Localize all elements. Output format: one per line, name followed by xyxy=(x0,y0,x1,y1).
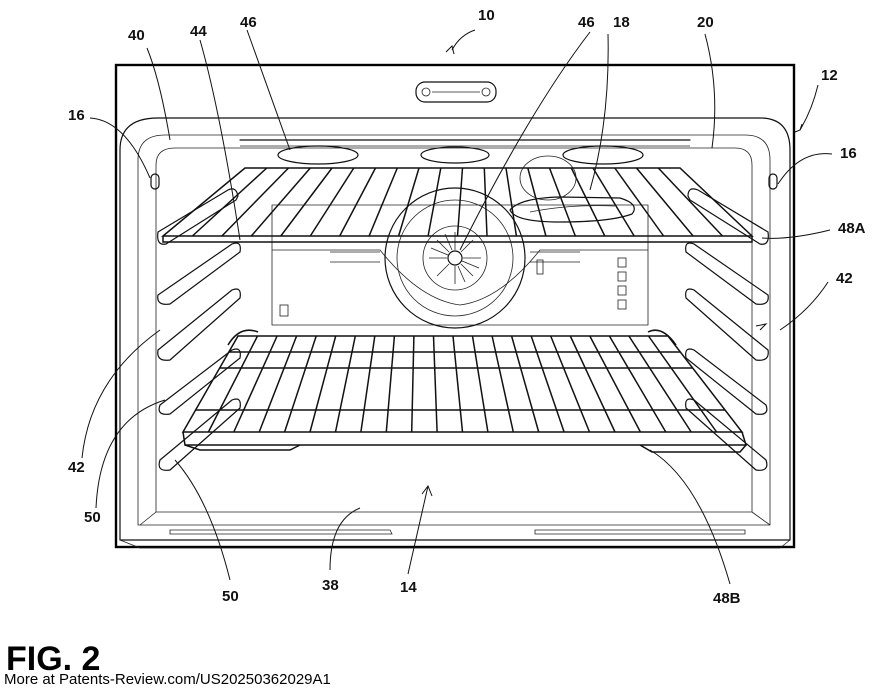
ref-20: 20 xyxy=(697,14,714,31)
lower-rack-wire xyxy=(569,335,616,433)
upper-rack-wire xyxy=(505,167,518,237)
ref-40: 40 xyxy=(128,27,145,44)
ref-16-left: 16 xyxy=(68,107,85,124)
upper-rack-wire xyxy=(250,167,311,237)
ref-46-right: 46 xyxy=(578,14,595,31)
ref-38: 38 xyxy=(322,577,339,594)
ref-48A: 48A xyxy=(838,220,866,237)
ref-14: 14 xyxy=(400,579,417,596)
source-line: More at Patents-Review.com/US20250362029… xyxy=(4,671,331,688)
upper-rack-wire xyxy=(527,167,547,237)
lower-oven-rack xyxy=(181,329,748,453)
ref-44: 44 xyxy=(190,23,207,40)
ref-46-left: 46 xyxy=(240,14,257,31)
upper-rack-wire xyxy=(592,167,635,237)
lower-rack-wire xyxy=(471,335,489,433)
upper-rack-wire xyxy=(614,167,665,237)
upper-rack-wire xyxy=(309,167,355,237)
ref-16-right: 16 xyxy=(840,145,857,162)
lower-rack-wire xyxy=(309,335,337,433)
upper-rack-wire xyxy=(570,167,606,237)
ref-42-right: 42 xyxy=(836,270,853,287)
left-rack-supports xyxy=(157,188,241,471)
lower-rack-wire xyxy=(207,335,259,433)
upper-rack-wire xyxy=(657,167,724,237)
lower-rack-wire xyxy=(491,335,515,433)
ref-10: 10 xyxy=(478,7,495,24)
lower-rack-wire xyxy=(334,335,357,433)
left-side-opening xyxy=(150,173,160,190)
upper-oven-rack xyxy=(160,167,754,243)
lower-rack-wire xyxy=(233,335,278,433)
upper-rack-wire xyxy=(427,167,442,237)
lower-rack-wire xyxy=(258,335,298,433)
upper-rack-wire xyxy=(221,167,290,237)
figure-caption: FIG. 2 xyxy=(6,640,100,678)
upper-rack-wire xyxy=(483,167,488,237)
lower-rack-wire xyxy=(360,335,376,433)
upper-rack-wire xyxy=(548,167,577,237)
top-elements xyxy=(239,139,691,165)
rear-wall xyxy=(271,187,649,329)
lower-rack-wire xyxy=(530,335,565,433)
right-side-opening xyxy=(768,173,778,190)
lower-rack-wire xyxy=(410,335,415,433)
lower-rack-wire xyxy=(385,335,396,433)
lower-rack-wire xyxy=(452,335,464,433)
ref-12: 12 xyxy=(821,67,838,84)
upper-rack-wire xyxy=(456,167,464,237)
door-latch xyxy=(415,81,497,103)
upper-rack-wire xyxy=(397,167,420,237)
food-item xyxy=(509,155,635,223)
upper-rack-wire xyxy=(339,167,377,237)
leader-lines xyxy=(81,29,833,585)
lower-rack-wire xyxy=(589,335,642,433)
lower-rack-wire xyxy=(510,335,540,433)
oven-cavity-outline xyxy=(119,117,791,541)
right-rack-supports xyxy=(685,188,769,471)
upper-rack-wire xyxy=(635,167,694,237)
reference-numerals: 10 40 44 46 46 18 20 12 16 16 48A 42 42 … xyxy=(68,7,866,607)
ref-42-left: 42 xyxy=(68,459,85,476)
lower-rack-wire xyxy=(283,335,317,433)
ref-48B: 48B xyxy=(713,590,741,607)
ref-18: 18 xyxy=(613,14,630,31)
upper-rack-wire xyxy=(191,167,268,237)
ref-50-bottom: 50 xyxy=(222,588,239,605)
lower-rack-wire xyxy=(550,335,591,433)
upper-rack-wire xyxy=(368,167,398,237)
upper-rack-wire xyxy=(280,167,333,237)
oven-outer-frame xyxy=(114,63,796,549)
lower-rack-wire xyxy=(432,335,438,433)
ref-50-left: 50 xyxy=(84,509,101,526)
